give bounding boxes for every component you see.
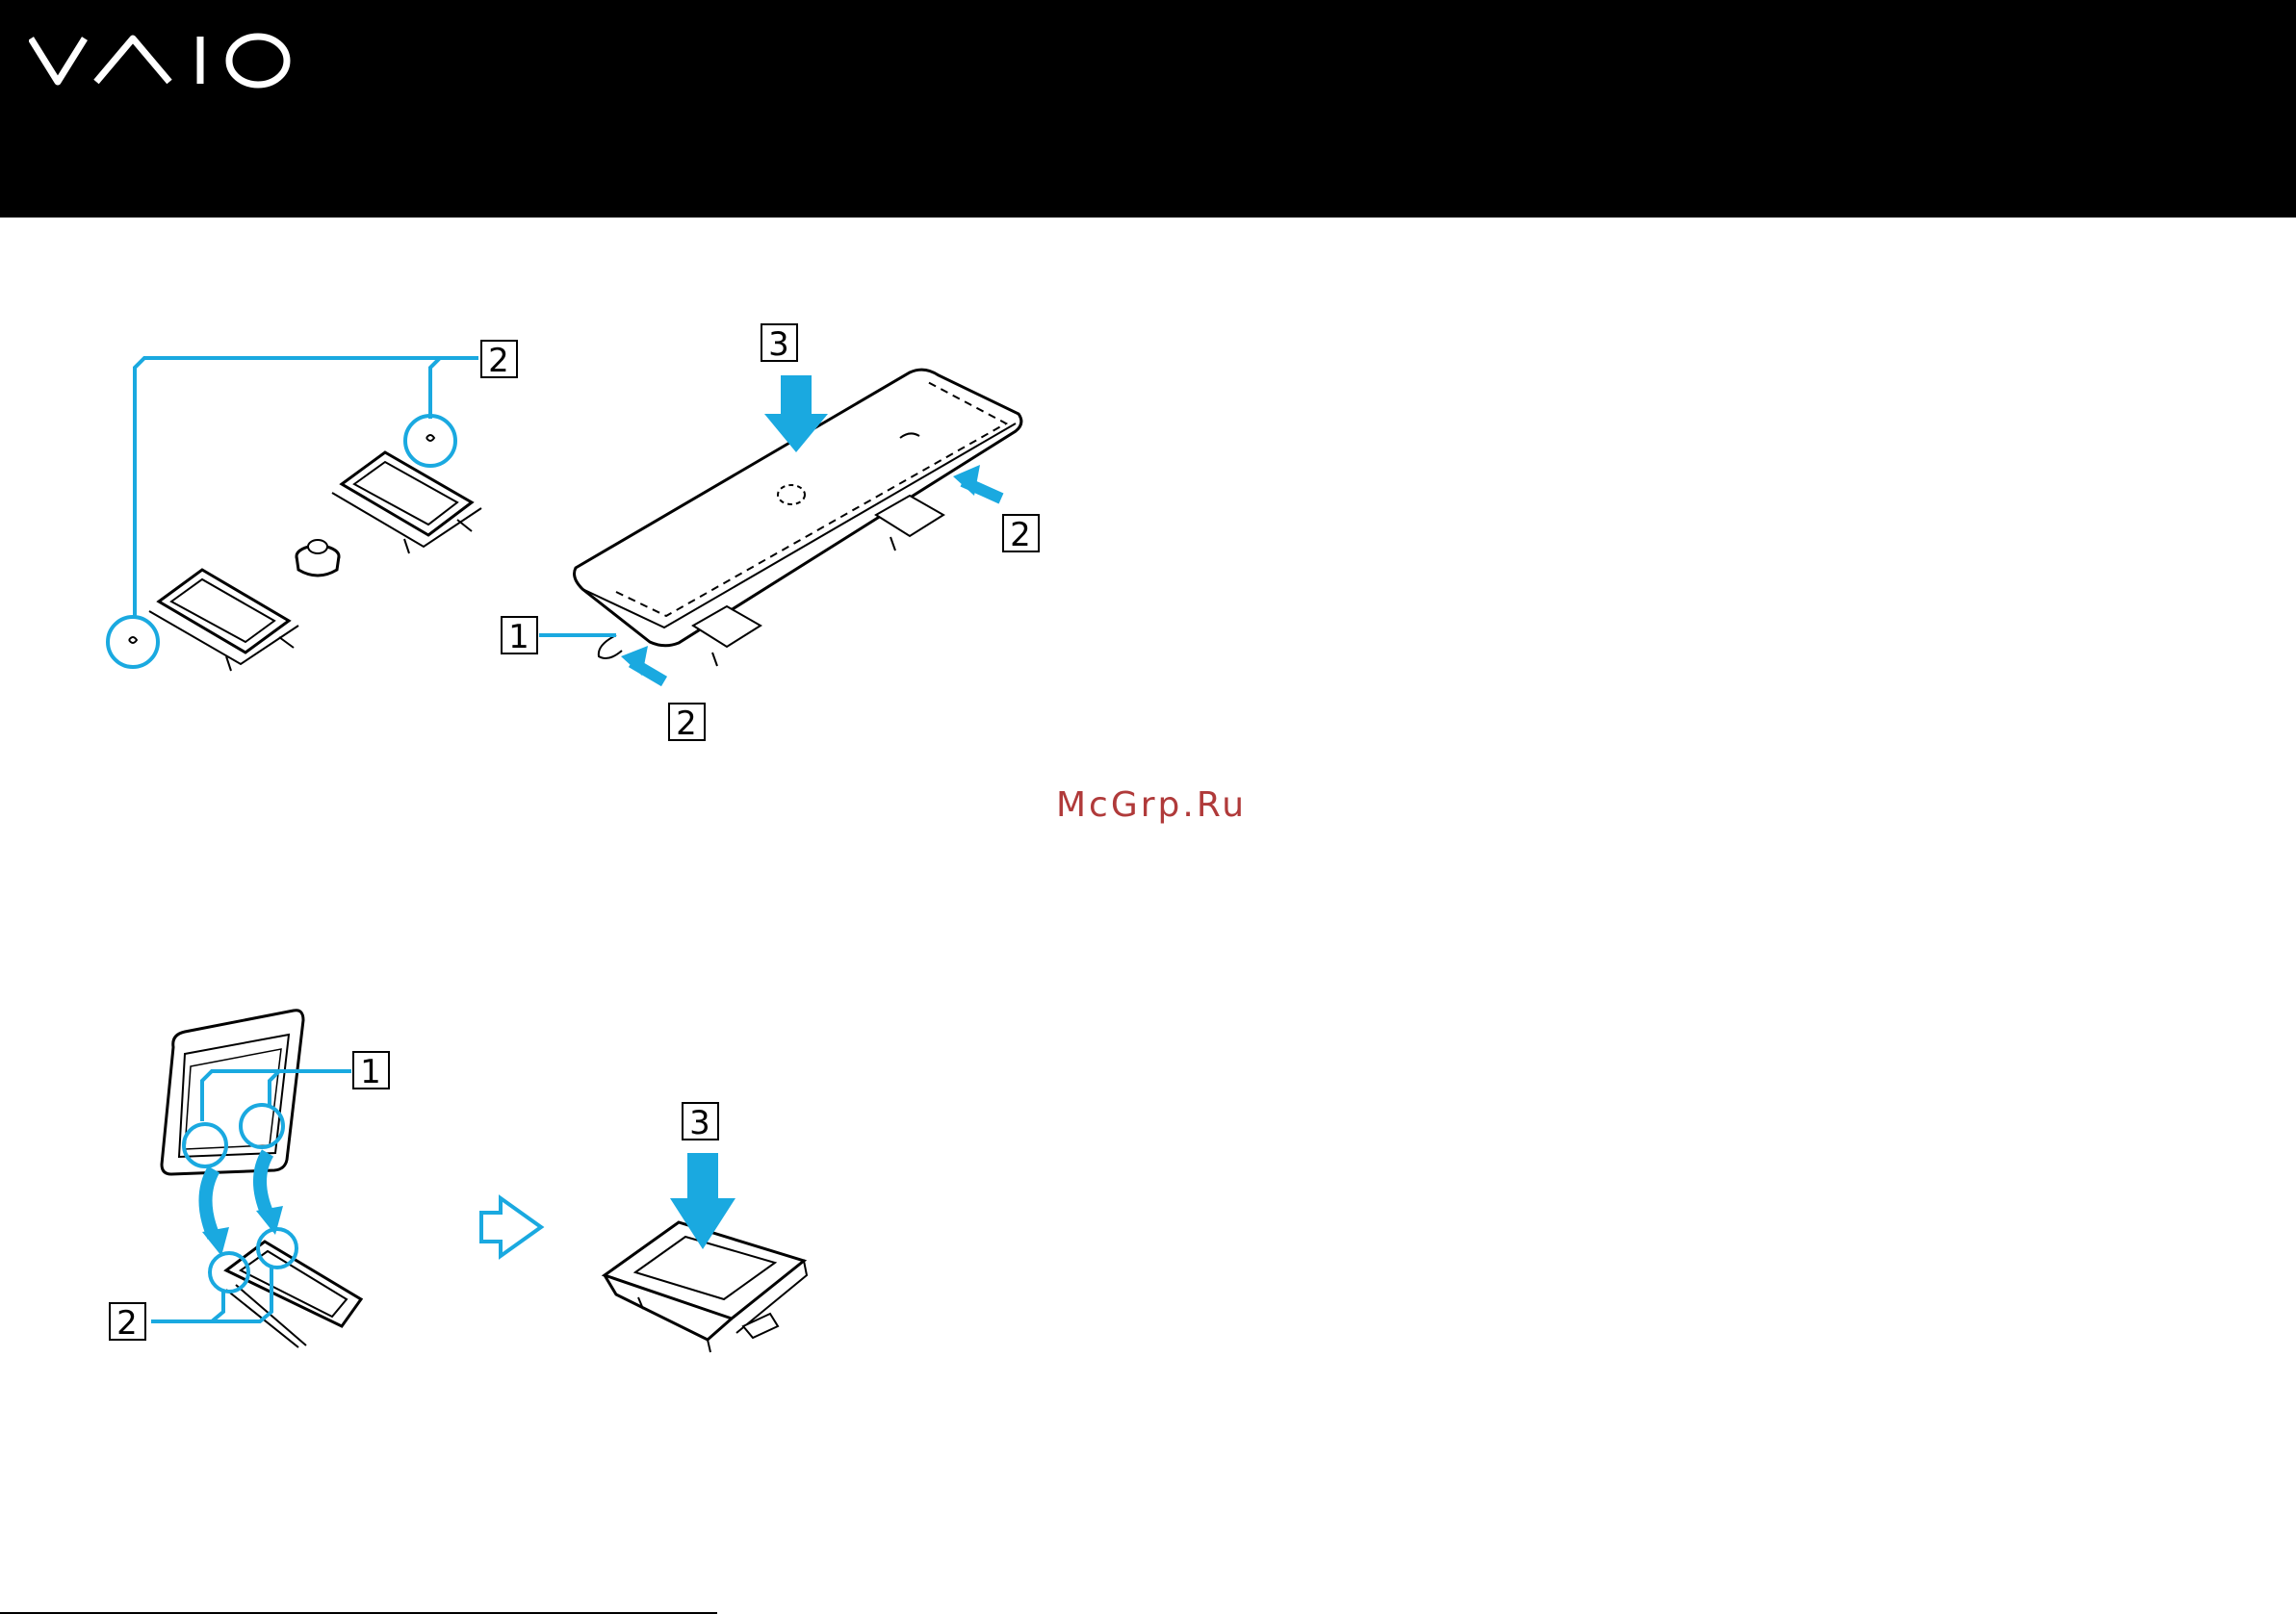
pad-upper: [332, 452, 481, 553]
callout-label: 2: [488, 342, 509, 380]
callout-label: 3: [768, 325, 789, 364]
callout-label: 2: [1010, 516, 1031, 554]
vaio-logo: [29, 29, 294, 91]
cover-attach-diagram: 1 2: [110, 1011, 389, 1347]
push-arrow-right: [953, 465, 1001, 499]
bar-assembly-diagram: 3 2 1 2: [502, 324, 1039, 743]
watermark-text: McGrp.Ru: [1056, 785, 1247, 825]
installation-illustrations: 2 3 2 1 2: [0, 218, 2296, 1614]
page-header: [0, 0, 2296, 218]
pad-lower: [149, 570, 298, 671]
push-arrow-bottom: [621, 646, 664, 681]
pads-and-foot-diagram: 2: [108, 341, 517, 671]
assembled-pad-diagram: 3: [605, 1103, 807, 1352]
callout-label: 2: [116, 1304, 138, 1343]
callout-label: 1: [360, 1053, 381, 1091]
rubber-foot: [297, 540, 339, 576]
callout-label: 3: [689, 1104, 710, 1142]
callout-label: 2: [676, 705, 697, 743]
next-step-arrow-icon: [481, 1198, 541, 1256]
callout-label: 1: [508, 618, 529, 656]
